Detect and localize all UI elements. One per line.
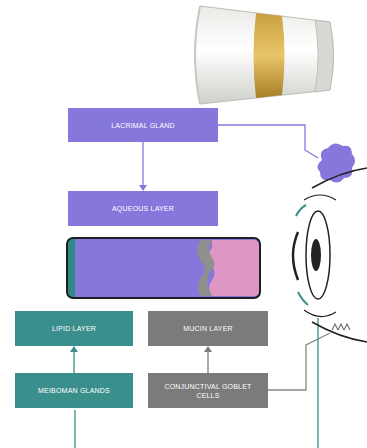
arrow-connector bbox=[139, 142, 147, 191]
box-label: LACRIMAL GLAND bbox=[111, 121, 175, 130]
eye-illustration bbox=[293, 168, 367, 342]
tear-film-bar bbox=[67, 238, 260, 298]
gland-box: LACRIMAL GLAND bbox=[68, 108, 218, 142]
gland-box: CONJUNCTIVAL GOBLET CELLS bbox=[148, 373, 268, 408]
arrow-connector bbox=[204, 346, 212, 373]
layer-box: MUCIN LAYER bbox=[148, 311, 268, 346]
box-label: AQUEOUS LAYER bbox=[112, 204, 174, 213]
layer-box: AQUEOUS LAYER bbox=[68, 191, 218, 226]
layer-box: LIPID LAYER bbox=[15, 311, 133, 346]
box-label: LIPID LAYER bbox=[52, 324, 96, 333]
arrow-connector bbox=[70, 346, 78, 373]
box-label: CONJUNCTIVAL GOBLET CELLS bbox=[154, 382, 262, 400]
cup-photo bbox=[195, 6, 334, 104]
box-label: MEIBOMAN GLANDS bbox=[38, 386, 110, 395]
gland-box: MEIBOMAN GLANDS bbox=[15, 373, 133, 408]
box-label: MUCIN LAYER bbox=[183, 324, 233, 333]
